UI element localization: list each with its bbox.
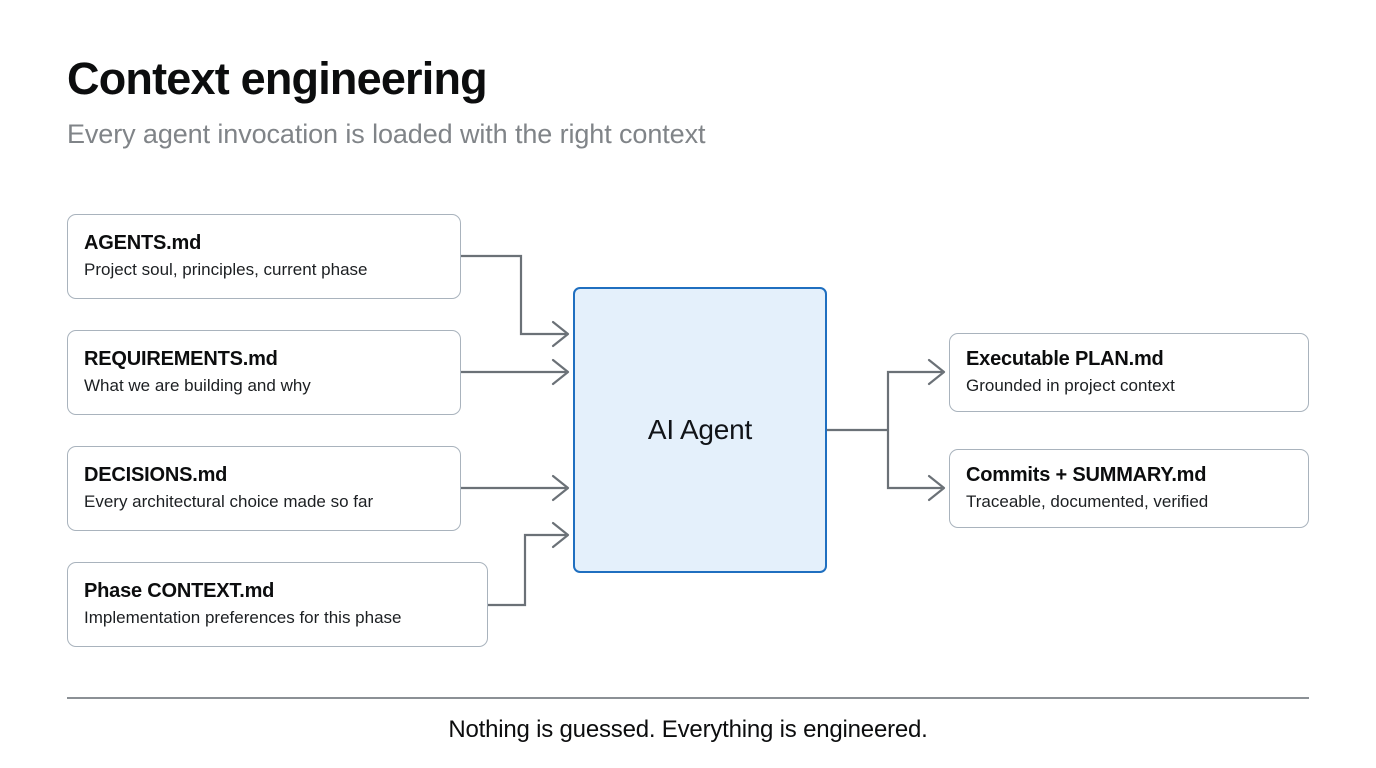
node-description: Grounded in project context: [966, 376, 1175, 396]
node-title: DECISIONS.md: [84, 464, 228, 487]
node-title: AGENTS.md: [84, 232, 202, 255]
node-title: Commits + SUMMARY.md: [966, 464, 1207, 487]
node-commits-summary-md[interactable]: Commits + SUMMARY.md Traceable, document…: [949, 449, 1309, 528]
arrowhead-to-agent-2: [551, 358, 570, 386]
node-title: Executable PLAN.md: [966, 348, 1164, 371]
node-description: Every architectural choice made so far: [84, 492, 374, 512]
page-title: Context engineering: [67, 53, 488, 104]
node-requirements-md[interactable]: REQUIREMENTS.md What we are building and…: [67, 330, 461, 415]
arrowhead-to-agent-3: [551, 474, 570, 502]
arrowhead-to-agent-4: [551, 521, 570, 549]
node-title: REQUIREMENTS.md: [84, 348, 278, 371]
header: Context engineering Every agent invocati…: [67, 55, 705, 150]
page-subtitle: Every agent invocation is loaded with th…: [67, 119, 706, 150]
connector-agent-to-plan: [886, 370, 942, 430]
arrowhead-to-summary: [927, 474, 946, 502]
node-description: Project soul, principles, current phase: [84, 260, 368, 280]
node-decisions-md[interactable]: DECISIONS.md Every architectural choice …: [67, 446, 461, 531]
connector-phase-context-to-agent: [488, 533, 566, 607]
node-description: What we are building and why: [84, 376, 311, 396]
arrowhead-to-agent-1: [551, 320, 570, 348]
footer-caption: Nothing is guessed. Everything is engine…: [448, 716, 928, 743]
node-title: Phase CONTEXT.md: [84, 580, 275, 603]
node-ai-agent[interactable]: AI Agent: [573, 287, 827, 573]
node-description: Implementation preferences for this phas…: [84, 608, 402, 628]
connector-agent-to-summary: [886, 430, 942, 490]
arrowhead-to-plan: [927, 358, 946, 386]
node-description: Traceable, documented, verified: [966, 492, 1209, 512]
connector-agents-to-agent: [461, 254, 566, 336]
node-title: AI Agent: [647, 414, 753, 445]
node-executable-plan-md[interactable]: Executable PLAN.md Grounded in project c…: [949, 333, 1309, 412]
node-agents-md[interactable]: AGENTS.md Project soul, principles, curr…: [67, 214, 461, 299]
node-phase-context-md[interactable]: Phase CONTEXT.md Implementation preferen…: [67, 562, 488, 647]
footer-divider: [67, 697, 1309, 699]
